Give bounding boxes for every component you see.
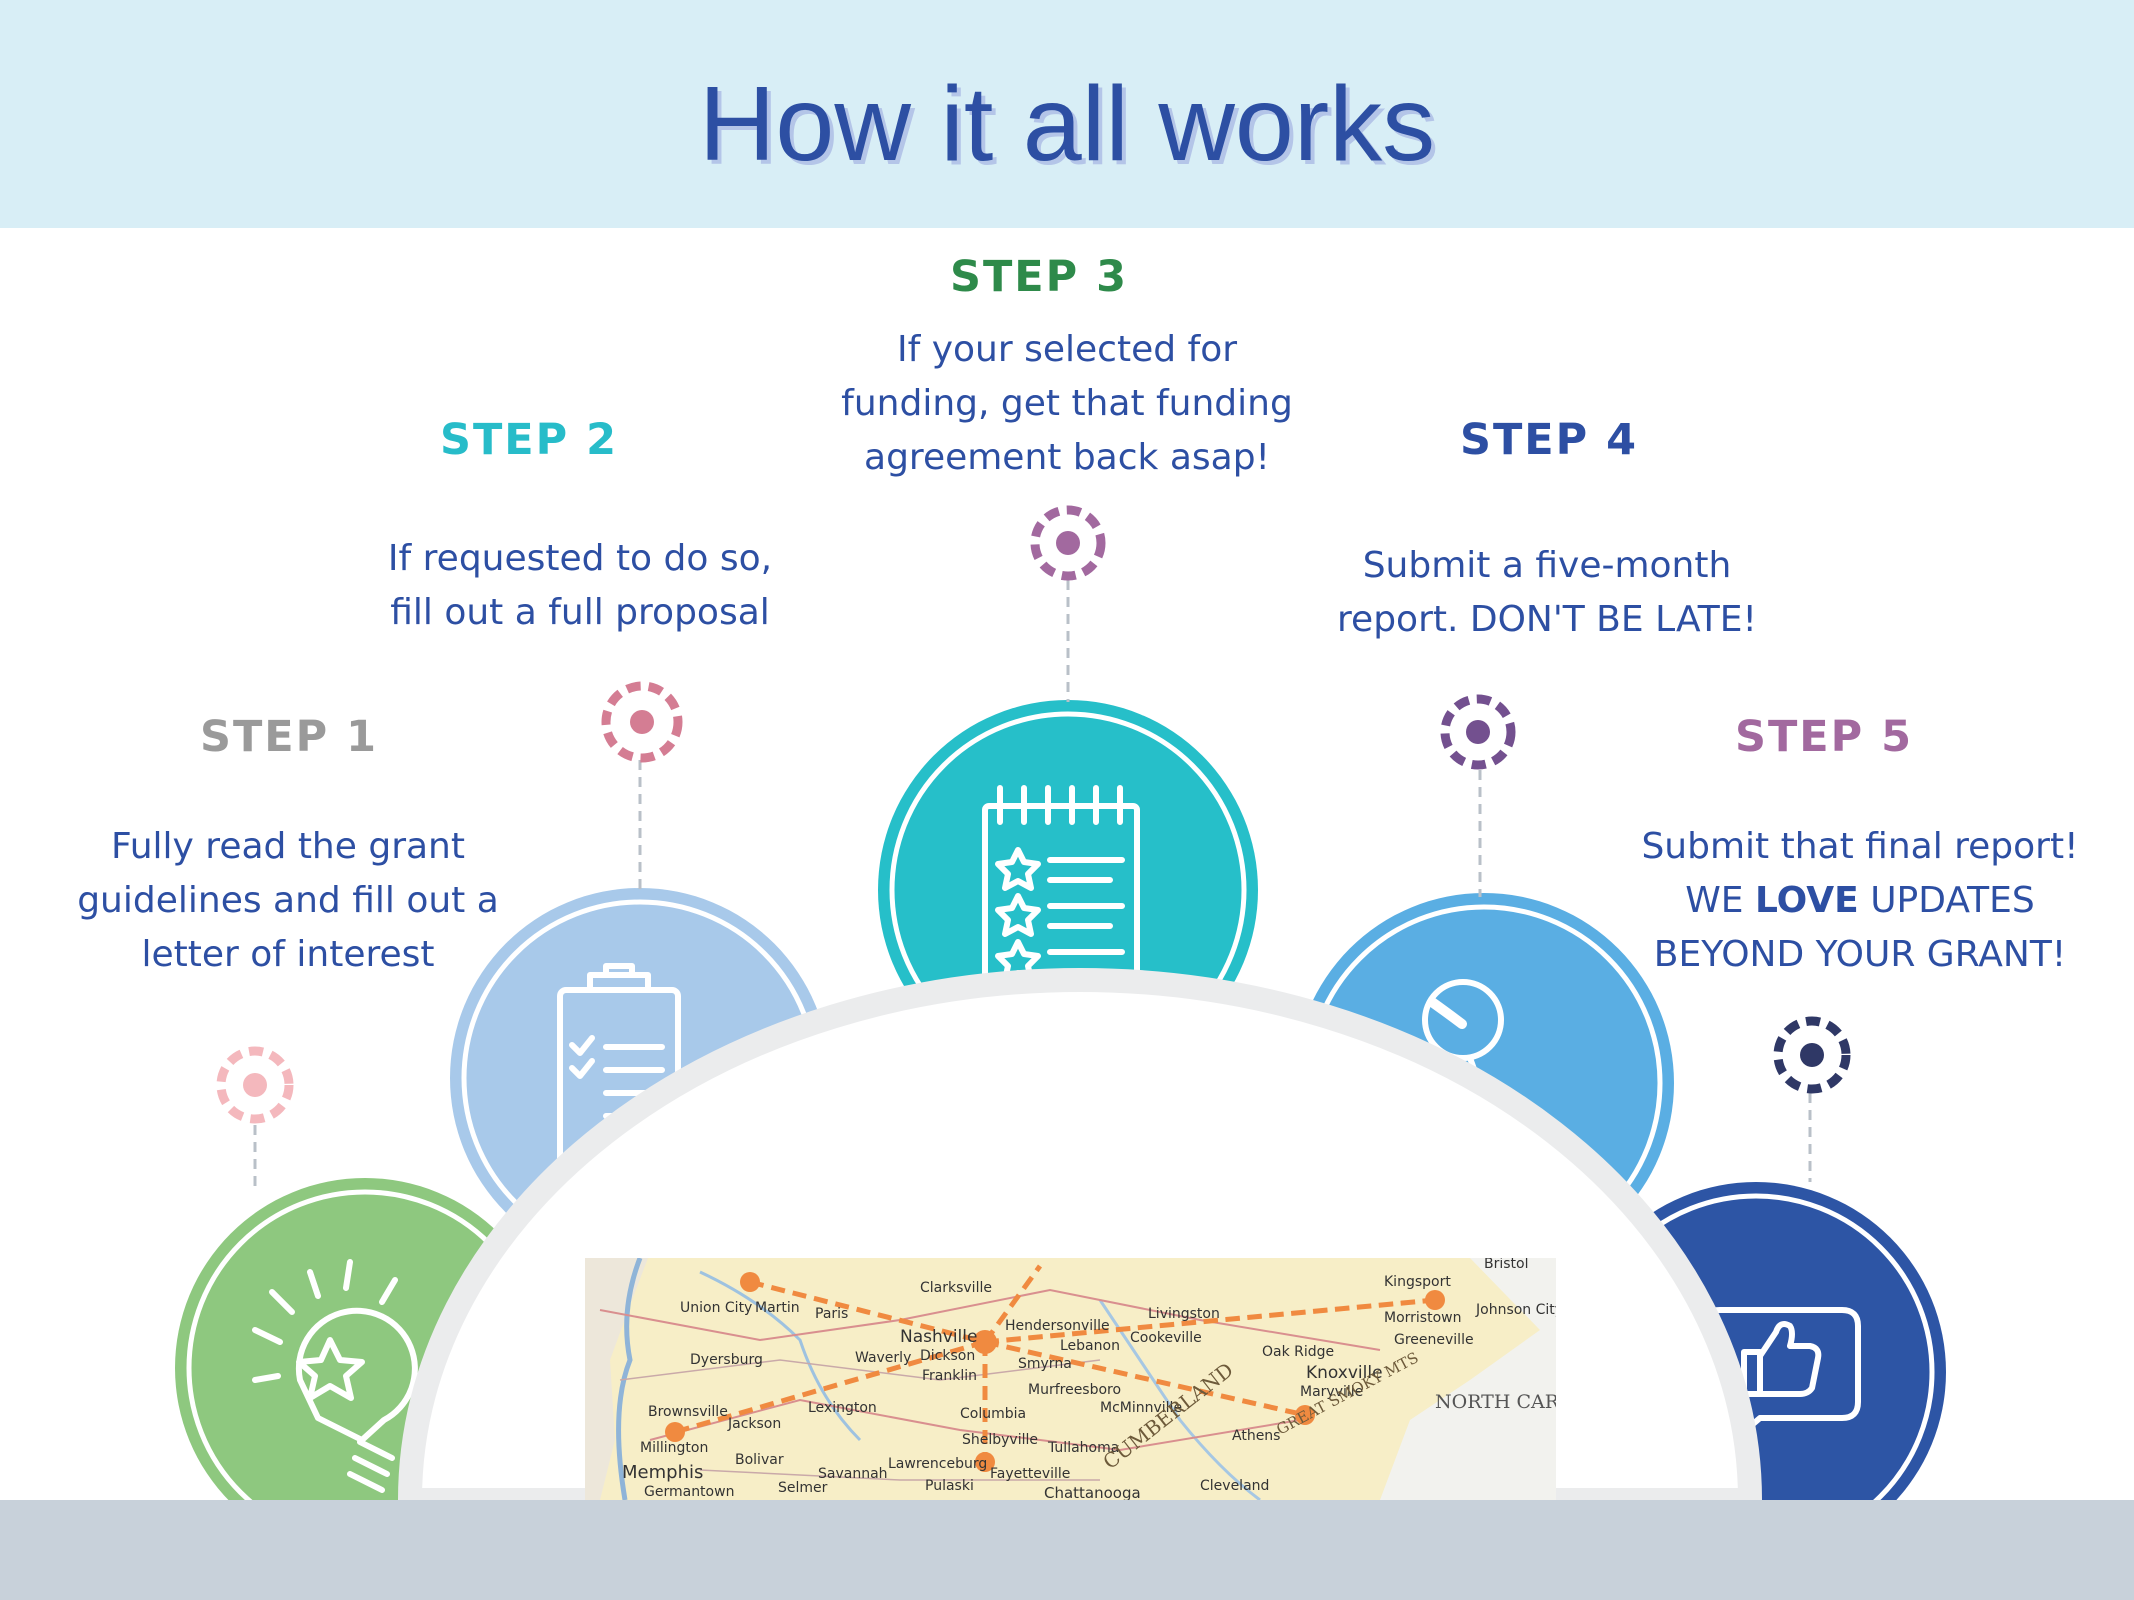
step3-line: agreement back asap! (864, 437, 1270, 478)
tennessee-map: Clarksville Nashville Hendersonville Mur… (585, 1256, 1625, 1502)
map-label: Paris (815, 1306, 848, 1322)
step4-description: Submit a five-month report. DON'T BE LAT… (1300, 539, 1794, 647)
step3-description: If your selected for funding, get that f… (820, 323, 1314, 485)
map-label: Franklin (922, 1368, 977, 1384)
map-label: Selmer (778, 1480, 828, 1496)
map-label: Union City (680, 1300, 752, 1316)
step2-description: If requested to do so, fill out a full p… (360, 532, 800, 640)
map-label: Athens (1232, 1428, 1280, 1444)
step1-description: Fully read the grant guidelines and fill… (58, 820, 518, 982)
step5-line: BEYOND YOUR GRANT! (1653, 934, 2067, 975)
map-label: Livingston (1148, 1306, 1220, 1322)
header-banner: How it all works (0, 0, 2134, 228)
step2-line: fill out a full proposal (390, 592, 770, 633)
step1-marker (216, 1046, 294, 1124)
map-label: Dyersburg (690, 1352, 763, 1368)
map-label: Jackson (727, 1416, 781, 1432)
step3-marker (1030, 505, 1106, 581)
step2-line: If requested to do so, (387, 538, 773, 579)
step5-we: WE (1685, 880, 1755, 921)
map-label: Dickson (920, 1348, 975, 1364)
map-label: McMinnville (1100, 1400, 1182, 1416)
map-label: Johnson City (1475, 1302, 1563, 1318)
lightbulb-icon (252, 1259, 418, 1493)
step3-label: STEP 3 (950, 252, 1129, 302)
map-label: Fayetteville (990, 1466, 1070, 1482)
map-label: Lebanon (1060, 1338, 1120, 1354)
step5-updates: UPDATES (1870, 880, 2035, 921)
map-label: Cookeville (1130, 1330, 1202, 1346)
connector-lines (253, 580, 1812, 1190)
map-label: Hendersonville (1005, 1318, 1110, 1334)
step4-marker (1440, 694, 1516, 770)
step5-label: STEP 5 (1735, 712, 1914, 762)
map-label: Chattanooga (1044, 1484, 1141, 1502)
map-label: Shelbyville (962, 1432, 1038, 1448)
step5-description: Submit that final report! WE LOVE UPDATE… (1600, 820, 2120, 982)
step2-label: STEP 2 (440, 415, 619, 465)
step1-label: STEP 1 (200, 712, 379, 762)
map-label: Tullahoma (1047, 1440, 1119, 1456)
map-label: Nashville (900, 1327, 977, 1347)
step3-line: If your selected for (896, 329, 1238, 370)
step2-marker (601, 681, 683, 763)
map-label: Brownsville (648, 1404, 728, 1420)
step3-line: funding, get that funding (841, 383, 1293, 424)
map-label: Oak Ridge (1262, 1344, 1334, 1360)
step5-line: Submit that final report! (1641, 826, 2079, 867)
map-label: Bolivar (735, 1452, 784, 1468)
map-label: Bristol (1484, 1256, 1529, 1272)
step5-line-emphasis: WE LOVE UPDATES (1600, 874, 2120, 928)
map-label: Morristown (1384, 1310, 1461, 1326)
step4-label: STEP 4 (1460, 415, 1639, 465)
map-label: Memphis (622, 1462, 703, 1483)
map-label: Cleveland (1200, 1478, 1269, 1494)
map-label: Maryville (1300, 1384, 1363, 1400)
map-label: Columbia (960, 1406, 1026, 1422)
map-label: Savannah (818, 1466, 888, 1482)
step1-line: Fully read the grant (111, 826, 465, 867)
map-label: Smyrna (1018, 1356, 1072, 1372)
step5-love: LOVE (1755, 880, 1859, 921)
step1-line: guidelines and fill out a (77, 880, 499, 921)
map-label: Waverly (855, 1350, 911, 1366)
map-label: Clarksville (920, 1280, 992, 1296)
map-label: Kingsport (1384, 1274, 1451, 1290)
map-label: Lawrenceburg (888, 1456, 987, 1472)
map-label: Lexington (808, 1400, 877, 1416)
map-label: NORTH CAROLINA (1435, 1391, 1625, 1413)
map-label: Germantown (644, 1484, 734, 1500)
step5-marker (1773, 1016, 1851, 1094)
footer-bar (0, 1500, 2134, 1600)
map-label: Knoxville (1306, 1363, 1383, 1383)
map-label: Millington (640, 1440, 708, 1456)
map-label: Greeneville (1394, 1332, 1474, 1348)
step1-line: letter of interest (141, 934, 435, 975)
map-label: Pulaski (925, 1478, 974, 1494)
map-label: Martin (755, 1300, 800, 1316)
step4-line: Submit a five-month (1362, 545, 1732, 586)
map-label: Murfreesboro (1028, 1382, 1121, 1398)
page-title: How it all works (698, 65, 1436, 183)
step4-line: report. DON'T BE LATE! (1337, 599, 1757, 640)
